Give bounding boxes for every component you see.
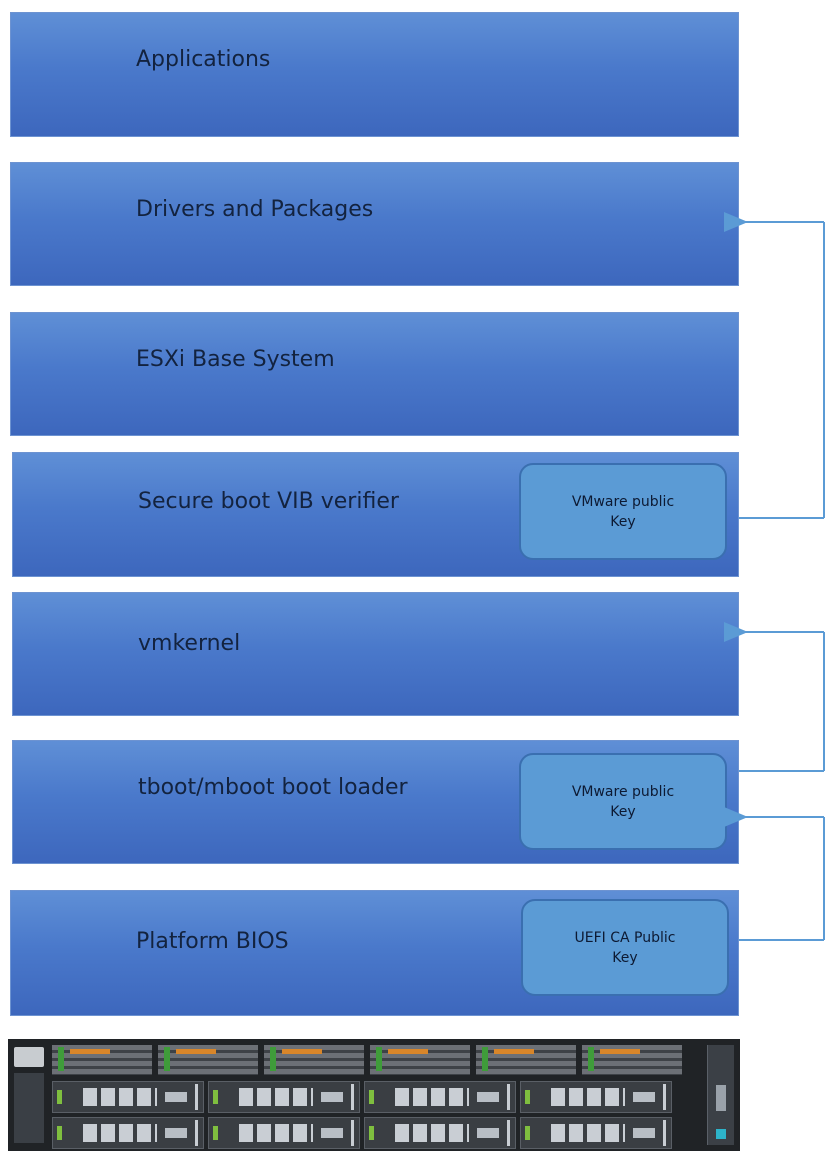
- rack-server-image: [8, 1039, 740, 1151]
- drive-bay: [364, 1081, 516, 1113]
- layer-label: vmkernel: [138, 631, 241, 656]
- drive-bay: [208, 1117, 360, 1149]
- server-side-panel: [707, 1045, 734, 1145]
- key-label: VMware public Key: [571, 783, 675, 820]
- layer-label: Secure boot VIB verifier: [138, 489, 399, 514]
- control-panel-icon: [14, 1073, 44, 1143]
- key-label: UEFI CA Public Key: [574, 929, 676, 966]
- layer-platform-bios: Platform BIOS UEFI CA Public Key: [10, 890, 739, 1016]
- drive-bay-top: [370, 1045, 470, 1075]
- key-label: VMware public Key: [571, 493, 675, 530]
- layer-applications: Applications: [10, 12, 739, 137]
- layer-esxi-base-system: ESXi Base System: [10, 312, 739, 436]
- drive-bay-top: [476, 1045, 576, 1075]
- uefi-ca-public-key-box: UEFI CA Public Key: [521, 899, 729, 996]
- layer-tboot-mboot-boot-loader: tboot/mboot boot loader VMware public Ke…: [12, 740, 739, 864]
- dell-logo-icon: [14, 1047, 44, 1067]
- drive-bay: [52, 1081, 204, 1113]
- layer-drivers-and-packages: Drivers and Packages: [10, 162, 739, 286]
- usb-port-icon: [716, 1085, 726, 1111]
- status-led-icon: [716, 1129, 726, 1139]
- layer-label: Applications: [136, 47, 271, 72]
- drive-bay-top: [52, 1045, 152, 1075]
- drive-bay: [52, 1117, 204, 1149]
- drive-bay-top: [582, 1045, 682, 1075]
- drive-bay-top: [264, 1045, 364, 1075]
- layer-secure-boot-vib-verifier: Secure boot VIB verifier VMware public K…: [12, 452, 739, 577]
- drive-bay-top: [158, 1045, 258, 1075]
- layer-vmkernel: vmkernel: [12, 592, 739, 716]
- drive-bay: [208, 1081, 360, 1113]
- vmware-public-key-box: VMware public Key: [519, 753, 727, 850]
- layer-label: Drivers and Packages: [136, 197, 374, 222]
- layer-label: tboot/mboot boot loader: [138, 775, 408, 800]
- drive-bay: [520, 1117, 672, 1149]
- vmware-public-key-box: VMware public Key: [519, 463, 727, 560]
- layer-label: ESXi Base System: [136, 347, 335, 372]
- drive-bay: [364, 1117, 516, 1149]
- layer-label: Platform BIOS: [136, 929, 289, 954]
- drive-bay: [520, 1081, 672, 1113]
